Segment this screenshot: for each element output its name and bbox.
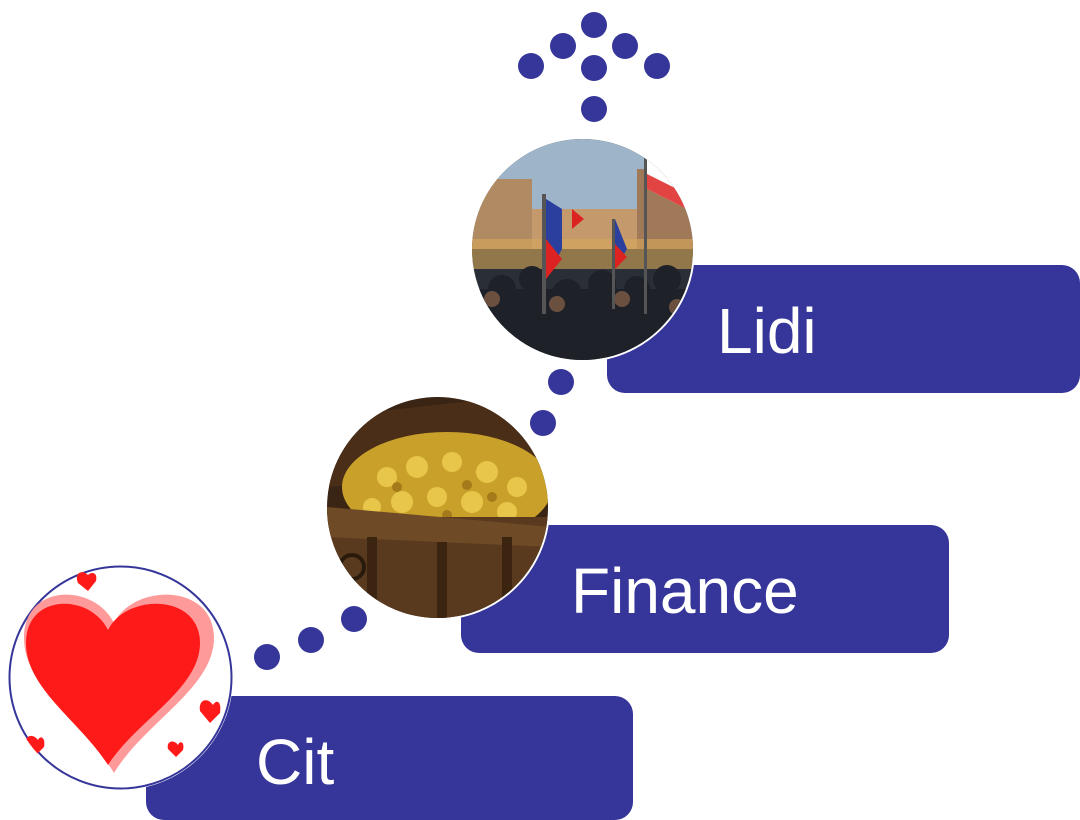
crowd-photo [470, 137, 695, 362]
connector-dot [341, 606, 367, 632]
step-cit: Cit [146, 696, 633, 820]
connector-dot [254, 644, 280, 670]
step-lidi-label: Lidi [717, 295, 817, 367]
arrow-dot [518, 53, 544, 79]
arrow-dot [581, 12, 607, 38]
connector-dot [298, 627, 324, 653]
arrow-dot [581, 55, 607, 81]
arrow-dot [581, 96, 607, 122]
connector-dot [548, 369, 574, 395]
step-finance: Finance [461, 525, 949, 653]
connector-dot [530, 410, 556, 436]
treasure-chest-photo [325, 395, 550, 620]
step-cit-label: Cit [256, 726, 335, 798]
arrow-dot [550, 33, 576, 59]
hearts-illustration [8, 565, 233, 790]
arrow-dot [644, 53, 670, 79]
step-finance-label: Finance [571, 555, 799, 627]
arrow-dot [612, 33, 638, 59]
